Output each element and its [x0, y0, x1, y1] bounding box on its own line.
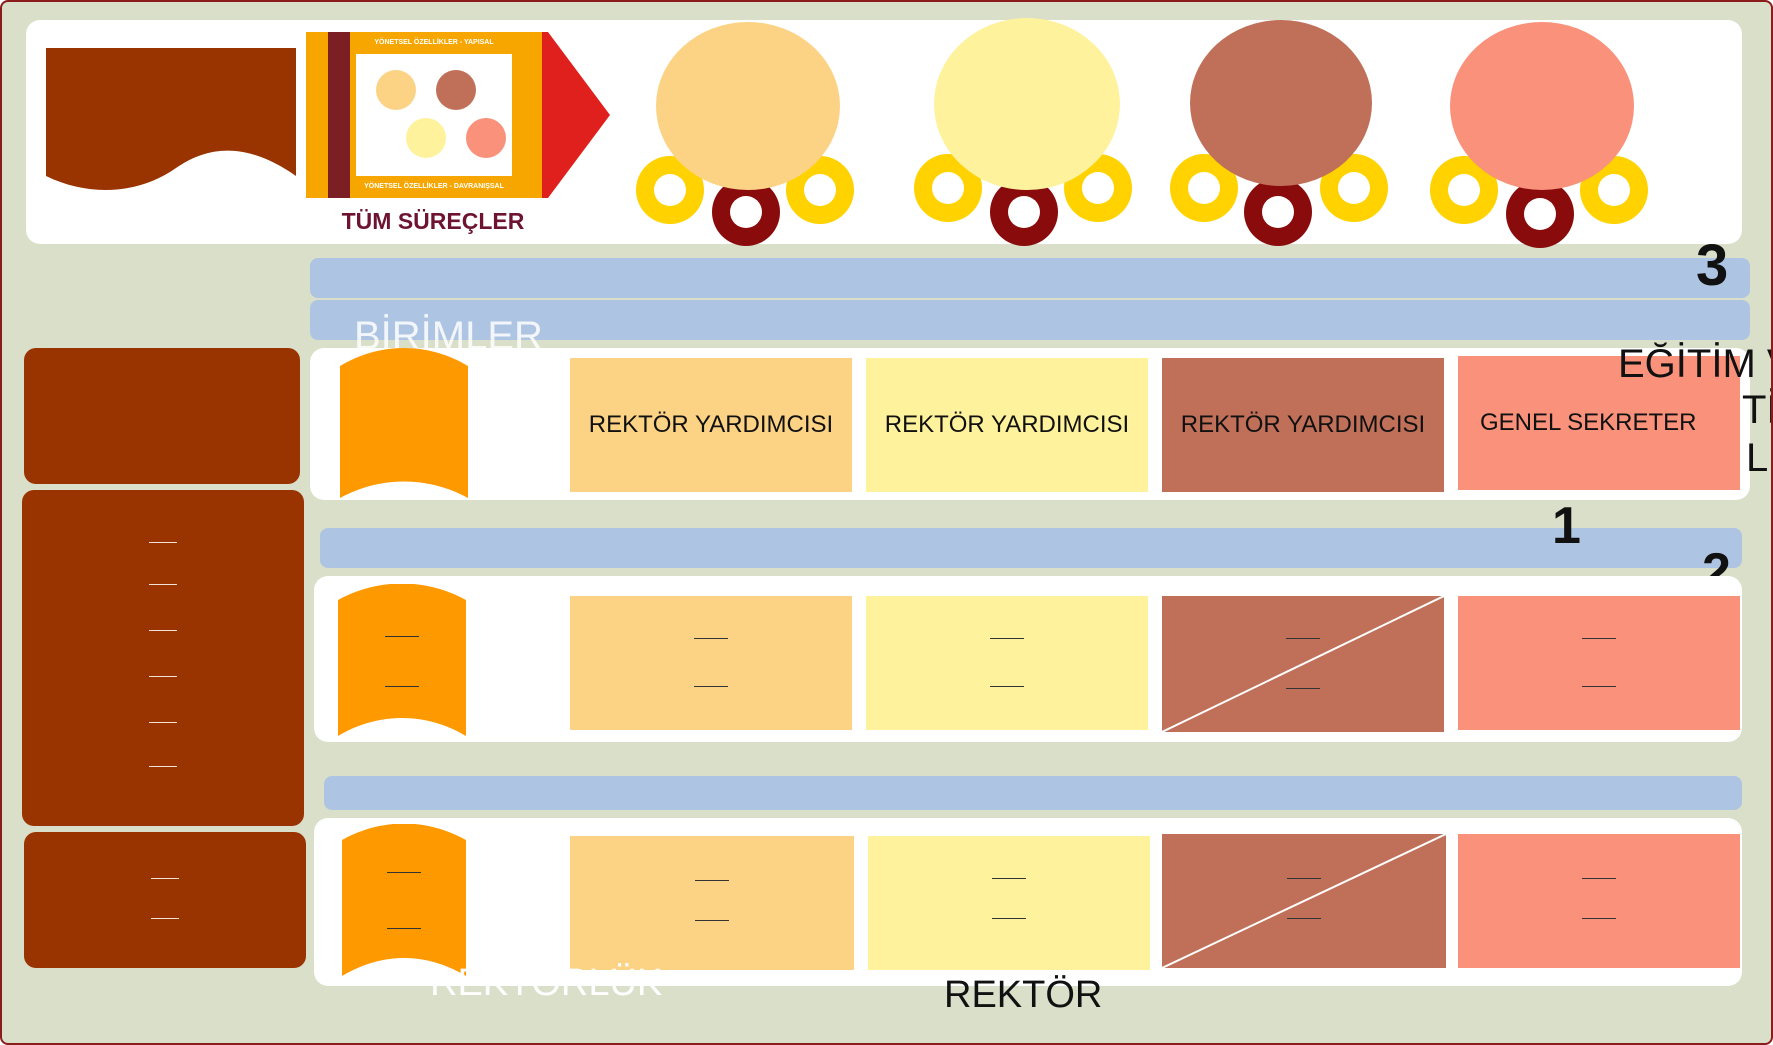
row-1-cell-3[interactable]: REKTÖR YARDIMCISI: [1162, 358, 1444, 492]
row-2-cell-2[interactable]: [866, 596, 1148, 730]
row-3-cell-3[interactable]: [1162, 834, 1446, 968]
row-3-cell-4[interactable]: [1458, 834, 1740, 968]
diagram-bottom-band: YÖNETSEL ÖZELLİKLER - DAVRANIŞSAL: [350, 182, 518, 192]
diagram-circle-1: [376, 70, 416, 110]
diagram-top-band: YÖNETSEL ÖZELLİKLER - YAPISAL: [350, 38, 518, 48]
dash: [385, 636, 419, 637]
dash: [1287, 878, 1321, 879]
row-3-cell-2[interactable]: [868, 836, 1150, 970]
diagram-left-band-2: [328, 32, 350, 198]
ghost-text-bottom: REKTÖRLÜK: [430, 962, 662, 1005]
dash: [149, 766, 177, 767]
overflow-text-3: LE: [1746, 436, 1773, 481]
left-box-1: [24, 348, 300, 484]
dash: [149, 722, 177, 723]
row-3-scroll-dashes: [342, 824, 466, 978]
row-1-scroll: [340, 348, 468, 500]
diagram-circle-2: [436, 70, 476, 110]
diagram-circle-4: [466, 118, 506, 158]
donut-center: [1506, 180, 1574, 248]
unit-group-2: [914, 16, 1144, 250]
dash: [151, 918, 179, 919]
unit-group-4: [1430, 20, 1660, 250]
row-3-cell-1[interactable]: [570, 836, 854, 970]
row-1-cell-2[interactable]: REKTÖR YARDIMCISI: [866, 358, 1148, 492]
dash: [1582, 686, 1616, 687]
row-1-cell-1[interactable]: REKTÖR YARDIMCISI: [570, 358, 852, 492]
unit-group-1: [636, 20, 866, 250]
overflow-text-1: EĞİTİM V: [1618, 342, 1773, 387]
overflow-text-2: Tİ: [1742, 388, 1773, 433]
dash: [990, 638, 1024, 639]
unit-oval-1: [656, 22, 840, 190]
diagonal-line: [1162, 834, 1446, 968]
overflow-number-3: 3: [1696, 232, 1728, 299]
dash: [695, 880, 729, 881]
dash: [1286, 638, 1320, 639]
dash: [387, 928, 421, 929]
dash: [992, 878, 1026, 879]
dash: [1582, 878, 1616, 879]
rektor-label: REKTÖR: [944, 974, 1102, 1017]
dash: [694, 686, 728, 687]
dash: [1286, 688, 1320, 689]
process-caption: TÜM SÜREÇLER: [306, 208, 560, 235]
wave-banner: [46, 48, 296, 198]
unit-oval-2: [934, 18, 1120, 190]
section-bar-1: [310, 258, 1750, 298]
row-2-cell-3[interactable]: [1162, 596, 1444, 732]
donut-center: [1244, 178, 1312, 246]
unit-oval-4: [1450, 22, 1634, 190]
dash: [149, 676, 177, 677]
unit-oval-3: [1190, 20, 1372, 186]
unit-group-3: [1170, 20, 1400, 250]
left-box-3: [24, 832, 306, 968]
section-bar-3: [320, 528, 1742, 568]
row-2-cell-4[interactable]: [1458, 596, 1740, 730]
dash: [149, 542, 177, 543]
dash: [1582, 918, 1616, 919]
dash: [149, 630, 177, 631]
dash: [387, 872, 421, 873]
overflow-number-1: 1: [1552, 496, 1581, 556]
process-diagram[interactable]: YÖNETSEL ÖZELLİKLER - YAPISAL YÖNETSEL Ö…: [306, 32, 610, 198]
row-2-cell-1[interactable]: [570, 596, 852, 730]
dash: [151, 878, 179, 879]
diagram-circle-3: [406, 118, 446, 158]
diagram-right-band: [518, 32, 542, 198]
dash: [1582, 638, 1616, 639]
dash: [694, 638, 728, 639]
dash: [149, 584, 177, 585]
diagonal-line: [1162, 596, 1444, 732]
left-box-2: [22, 490, 304, 826]
dash: [990, 686, 1024, 687]
dash: [992, 918, 1026, 919]
diagram-left-band-1: [306, 32, 328, 198]
row-2-scroll-dashes: [338, 584, 466, 740]
dash: [385, 686, 419, 687]
diagram-mission-arrow: [542, 32, 612, 198]
dash: [1287, 918, 1321, 919]
section-bar-4: [324, 776, 1742, 810]
dash: [695, 920, 729, 921]
